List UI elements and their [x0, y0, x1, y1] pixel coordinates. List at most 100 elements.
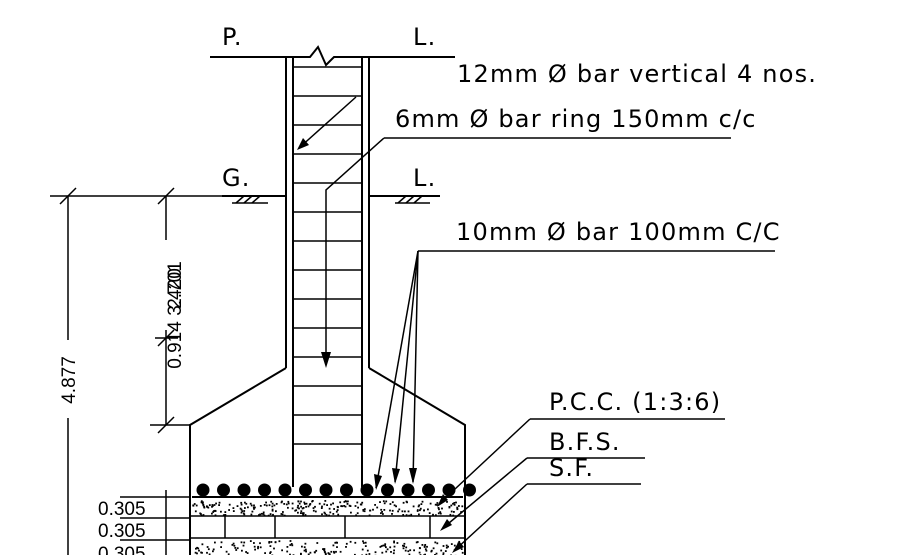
fill-speck [336, 509, 339, 511]
fill-speck [307, 553, 310, 555]
fill-speck [357, 506, 359, 509]
fill-speck [208, 553, 211, 555]
fill-speck [372, 508, 374, 511]
fill-speck [381, 511, 383, 513]
fill-speck [393, 540, 395, 543]
fill-speck [272, 513, 274, 516]
fill-speck [408, 514, 411, 517]
fill-speck [435, 552, 438, 555]
fill-speck [263, 504, 266, 506]
fill-speck [432, 547, 435, 550]
fill-speck [235, 549, 238, 551]
fill-speck [243, 513, 246, 516]
fill-speck [212, 548, 215, 551]
fill-speck [332, 513, 335, 515]
fill-speck [354, 541, 357, 544]
fill-speck [389, 546, 392, 549]
fill-speck [380, 508, 383, 511]
fill-speck [393, 504, 396, 507]
fill-speck [456, 507, 459, 510]
fill-speck [249, 502, 252, 505]
fill-speck [227, 553, 230, 555]
fill-speck [356, 501, 359, 504]
fill-speck [206, 506, 209, 508]
fill-speck [271, 505, 274, 508]
fill-speck [287, 500, 290, 503]
label-pcc: P.C.C. (1:3:6) [549, 388, 721, 416]
fill-speck [200, 501, 203, 504]
fill-speck [432, 513, 434, 516]
fill-speck [339, 501, 342, 504]
fill-speck [393, 549, 395, 552]
bar-section [237, 483, 251, 497]
fill-speck [225, 550, 228, 553]
fill-speck [314, 510, 317, 513]
fill-speck [236, 547, 239, 550]
leader-sf [452, 483, 641, 553]
fill-speck [362, 509, 365, 512]
fill-speck [369, 509, 371, 512]
bar-section [463, 483, 476, 497]
fill-speck [302, 507, 305, 509]
fill-speck [385, 500, 388, 503]
bar-section [422, 483, 435, 497]
fill-speck [363, 508, 366, 510]
fill-speck [194, 510, 197, 513]
fill-speck [333, 550, 335, 553]
fill-speck [289, 540, 292, 542]
fill-speck [294, 509, 297, 512]
fill-speck [391, 513, 393, 515]
fill-speck [460, 548, 463, 550]
fill-speck [320, 507, 323, 509]
fill-speck [232, 510, 235, 512]
fill-speck [273, 504, 276, 507]
fill-speck [282, 511, 284, 513]
dimension-layers [120, 490, 190, 555]
label-sf: S.F. [549, 454, 594, 482]
fill-speck [300, 500, 302, 503]
fill-speck [291, 507, 294, 510]
fill-speck [402, 547, 405, 550]
fill-speck [249, 540, 252, 542]
fill-speck [419, 509, 421, 512]
fill-speck [254, 506, 256, 509]
bar-section [340, 483, 353, 497]
fill-speck [461, 551, 464, 554]
dimension-layer-2: 0.305 [98, 521, 146, 542]
fill-speck [259, 542, 261, 545]
fill-speck [312, 509, 315, 512]
fill-speck [281, 513, 284, 516]
fill-speck [382, 513, 384, 515]
fill-speck [347, 500, 349, 503]
fill-speck [434, 541, 437, 544]
fill-speck [311, 500, 313, 503]
fill-speck [223, 514, 226, 517]
fill-speck [420, 503, 423, 505]
fill-speck [354, 553, 356, 555]
fill-speck [287, 502, 290, 505]
fill-speck [321, 505, 323, 508]
fill-speck [405, 546, 408, 549]
fill-speck [244, 501, 246, 504]
bfs-layer [190, 516, 465, 539]
fill-speck [196, 546, 198, 549]
fill-speck [362, 540, 364, 543]
fill-speck [428, 512, 431, 514]
fill-speck [383, 502, 386, 505]
fill-speck [308, 503, 311, 506]
fill-speck [345, 542, 348, 545]
fill-speck [263, 514, 266, 517]
fill-speck [328, 507, 331, 510]
fill-speck [408, 553, 411, 555]
bar-section [258, 483, 271, 497]
bar-section [196, 483, 210, 497]
fill-speck [325, 514, 328, 516]
fill-speck [446, 501, 448, 503]
fill-speck [214, 541, 216, 544]
fill-speck [211, 505, 214, 507]
fill-speck [450, 510, 453, 513]
fill-speck [251, 510, 254, 513]
fill-speck [269, 545, 272, 547]
fill-speck [386, 548, 389, 551]
fill-speck [407, 510, 410, 513]
